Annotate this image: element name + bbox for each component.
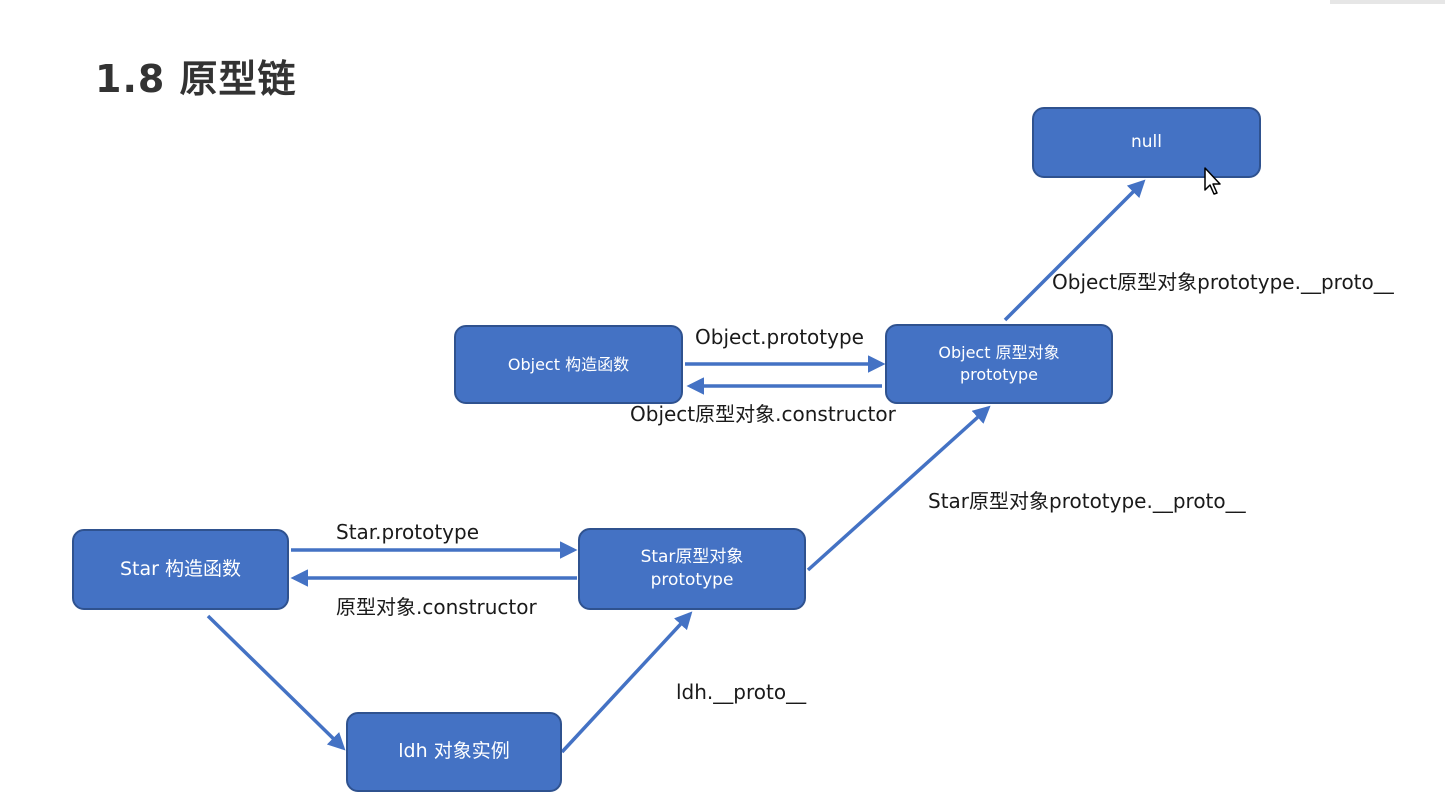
label-object-constructor-back: Object原型对象.constructor	[630, 402, 896, 426]
node-ldh-instance: ldh 对象实例	[346, 712, 562, 792]
node-star-constructor: Star 构造函数	[72, 529, 289, 610]
node-null: null	[1032, 107, 1261, 178]
arrow-object-proto-to-null	[1003, 179, 1146, 322]
node-star-constructor-label: Star 构造函数	[119, 557, 241, 580]
node-star-prototype: Star原型对象 prototype	[578, 528, 806, 610]
label-ldh-proto: ldh.__proto__	[676, 680, 807, 704]
label-star-constructor-back: 原型对象.constructor	[336, 595, 537, 619]
node-null-label: null	[1131, 132, 1162, 153]
node-object-prototype: Object 原型对象 prototype	[885, 324, 1113, 404]
node-star-prototype-line1: Star原型对象	[640, 547, 744, 568]
node-object-constructor: Object 构造函数	[454, 325, 683, 404]
node-star-prototype-line2: prototype	[650, 570, 734, 590]
window-top-strip	[1330, 0, 1445, 4]
node-object-prototype-line2: prototype	[960, 365, 1038, 384]
label-object-proto-to-null: Object原型对象prototype.__proto__	[1052, 270, 1394, 294]
arrow-ldh-proto	[560, 611, 693, 754]
node-ldh-instance-label: ldh 对象实例	[398, 740, 510, 763]
label-star-proto-to-object: Star原型对象prototype.__proto__	[928, 489, 1246, 513]
arrow-star-to-ldh	[206, 614, 346, 751]
node-object-prototype-line1: Object 原型对象	[938, 343, 1060, 363]
label-object-prototype: Object.prototype	[695, 325, 864, 349]
mouse-pointer-icon	[1204, 167, 1221, 195]
page-title: 1.8 原型链	[95, 57, 297, 101]
node-object-constructor-label: Object 构造函数	[507, 354, 630, 374]
label-star-prototype: Star.prototype	[336, 520, 480, 544]
